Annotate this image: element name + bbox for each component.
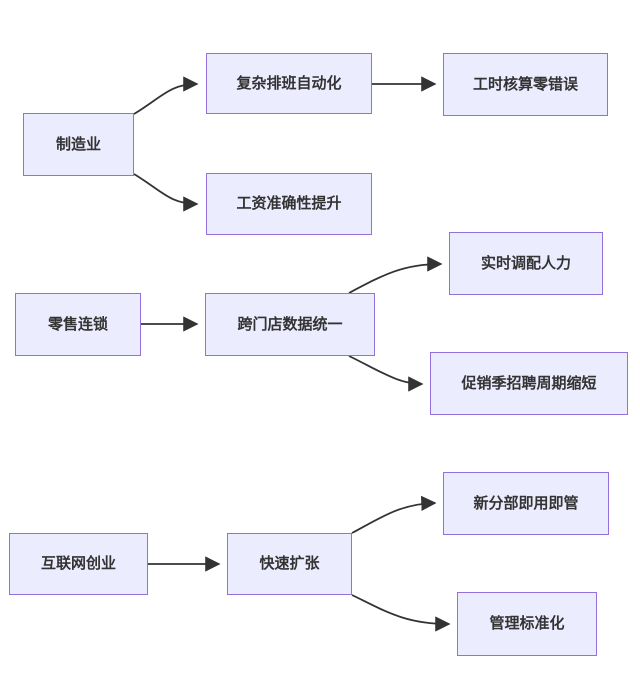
node-label: 工资准确性提升 (236, 195, 342, 212)
edge-manufacturing-to-complex-scheduling (133, 76, 199, 115)
node-rapid-expansion: 快速扩张 (227, 533, 352, 595)
node-label: 新分部即用即管 (473, 494, 579, 512)
node-label: 促销季招聘周期缩短 (461, 374, 597, 392)
node-label: 实时调配人力 (480, 254, 571, 272)
node-retail-chain: 零售连锁 (15, 293, 141, 356)
node-promo-recruiting: 促销季招聘周期缩短 (430, 352, 628, 415)
node-label: 互联网创业 (40, 555, 116, 572)
edge-rapid-expansion-to-new-branch-ready (351, 495, 437, 534)
node-cross-store-data: 跨门店数据统一 (205, 293, 375, 356)
node-label: 零售连锁 (47, 315, 108, 333)
node-label: 工时核算零错误 (472, 75, 578, 93)
node-label: 复杂排班自动化 (236, 74, 342, 92)
node-realtime-staffing: 实时调配人力 (449, 232, 603, 295)
node-salary-accuracy: 工资准确性提升 (206, 173, 372, 235)
node-label: 管理标准化 (489, 615, 565, 632)
node-internet-startup: 互联网创业 (9, 533, 148, 595)
edge-manufacturing-to-salary-accuracy (133, 173, 199, 212)
node-label: 快速扩张 (259, 555, 320, 572)
edge-cross-store-data-to-promo-recruiting (348, 355, 424, 392)
node-complex-scheduling: 复杂排班自动化 (206, 53, 372, 114)
node-new-branch-ready: 新分部即用即管 (443, 472, 609, 535)
node-label: 跨门店数据统一 (237, 315, 343, 333)
node-manufacturing: 制造业 (23, 113, 134, 176)
node-mgmt-standardize: 管理标准化 (457, 592, 597, 656)
node-label: 制造业 (55, 135, 101, 153)
edge-cross-store-data-to-realtime-staffing (348, 256, 443, 294)
node-zero-error-hours: 工时核算零错误 (443, 53, 608, 116)
edge-rapid-expansion-to-mgmt-standardize (351, 594, 451, 632)
